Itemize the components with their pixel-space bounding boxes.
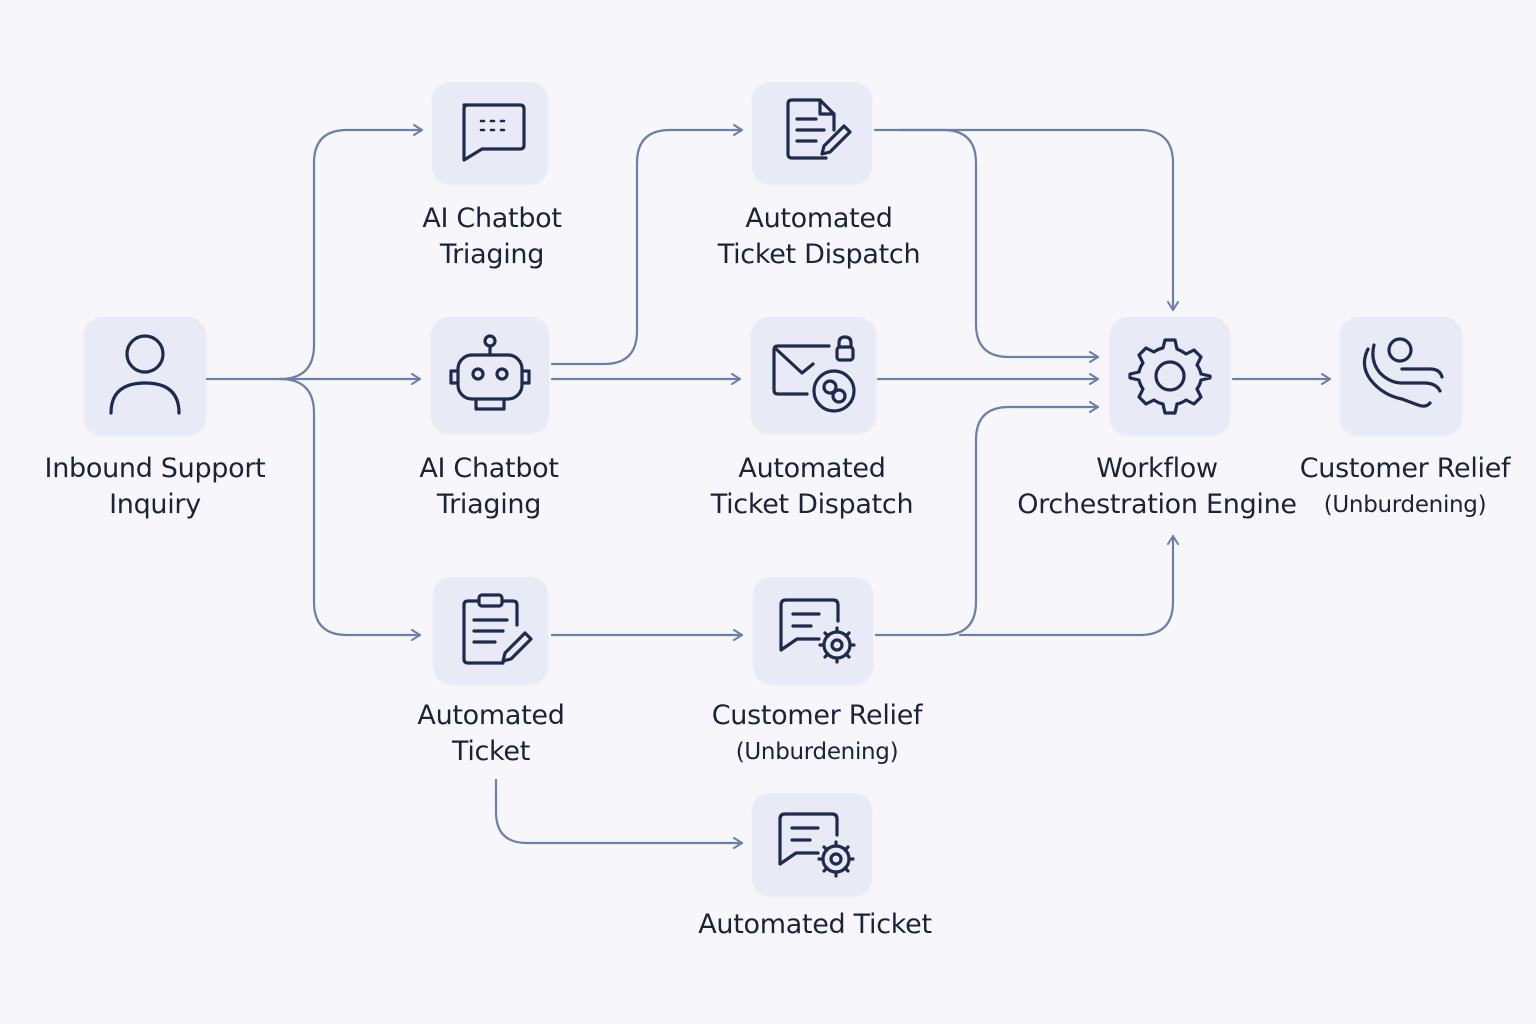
node-workflow-orchestration-engine — [1110, 317, 1230, 435]
user-icon — [109, 334, 181, 415]
connector-relief-mid-to-engine — [874, 401, 1100, 637]
person-relief-icon — [1362, 337, 1444, 408]
label-ai-chatbot-triaging-top: AI Chatbot Triaging — [422, 203, 562, 270]
label-automated-ticket-dispatch-mid: Automated Ticket Dispatch — [710, 453, 914, 520]
connector-inbound-to-chatbot-top — [278, 124, 424, 381]
node-automated-ticket-dispatch-mid — [751, 317, 876, 433]
label-customer-relief-mid: Customer Relief (Unburdening) — [711, 700, 923, 765]
connector-ticket-left-to-ticket-bottom — [494, 778, 744, 849]
label-workflow-orchestration-engine: Workflow Orchestration Engine — [1017, 453, 1297, 520]
node-automated-ticket-left — [433, 577, 548, 684]
node-inbound-support-inquiry — [84, 317, 206, 435]
connector-relief-mid-to-engine-bottom — [958, 534, 1179, 637]
chat-gear-icon — [778, 812, 855, 878]
label-customer-relief-right: Customer Relief (Unburdening) — [1299, 453, 1511, 518]
connector-chatbot-mid-to-dispatch-top — [550, 124, 744, 366]
node-automated-ticket-dispatch-top — [752, 82, 872, 184]
clipboard-pen-icon — [462, 593, 533, 665]
node-customer-relief-right — [1340, 317, 1462, 435]
node-automated-ticket-bottom — [752, 793, 872, 896]
label-automated-ticket-dispatch-top: Automated Ticket Dispatch — [717, 203, 921, 270]
node-customer-relief-mid — [753, 577, 873, 684]
chat-bubble-icon — [462, 103, 526, 162]
document-pen-icon — [786, 98, 852, 160]
chat-gear-icon — [779, 598, 856, 664]
connector-dispatch-top-to-engine — [898, 128, 1100, 363]
label-automated-ticket-left: Automated Ticket — [417, 700, 565, 767]
gear-icon — [1128, 338, 1212, 415]
connector-dispatch-top-to-engine-top — [873, 128, 1179, 312]
connector-inbound-to-ticket-left — [278, 377, 422, 641]
node-ai-chatbot-triaging-top — [432, 82, 548, 184]
label-inbound-support-inquiry: Inbound Support Inquiry — [44, 453, 266, 520]
label-ai-chatbot-triaging-mid: AI Chatbot Triaging — [419, 453, 559, 520]
node-ai-chatbot-triaging-mid — [431, 317, 549, 433]
label-automated-ticket-bottom: Automated Ticket — [698, 909, 932, 940]
robot-icon — [449, 334, 531, 411]
envelope-link-icon — [772, 335, 856, 413]
